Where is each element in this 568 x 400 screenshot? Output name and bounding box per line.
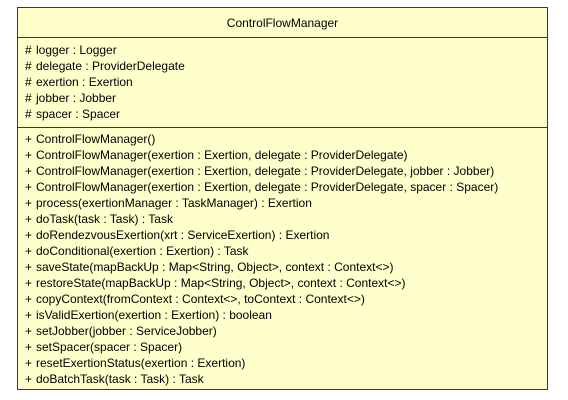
visibility-marker: + [25,292,33,306]
operation-text: process(exertionManager : TaskManager) :… [36,196,312,210]
attribute-text: spacer : Spacer [36,107,121,121]
visibility-marker: + [25,148,33,162]
visibility-marker: + [25,276,33,290]
attribute-text: jobber : Jobber [36,91,117,105]
attribute-row: # delegate : ProviderDelegate [25,58,547,74]
operation-text: saveState(mapBackUp : Map<String, Object… [36,260,394,274]
visibility-marker: + [25,228,33,242]
operation-text: ControlFlowManager() [36,132,156,146]
operation-text: restoreState(mapBackUp : Map<String, Obj… [36,276,406,290]
class-header: ControlFlowManager [18,8,547,38]
operation-row: +doTask(task : Task) : Task [25,211,547,227]
operation-text: doBatchTask(task : Task) : Task [36,372,204,386]
operation-text: doConditional(exertion : Exertion) : Tas… [36,244,249,258]
operation-text: setSpacer(spacer : Spacer) [36,340,183,354]
class-name: ControlFlowManager [226,15,339,30]
operation-text: ControlFlowManager(exertion : Exertion, … [36,148,408,162]
operations-compartment: +ControlFlowManager() +ControlFlowManage… [18,128,547,387]
operation-row: +setJobber(jobber : ServiceJobber) [25,323,547,339]
attribute-text: logger : Logger [36,43,117,57]
operation-text: doTask(task : Task) : Task [36,212,173,226]
operation-row: +doConditional(exertion : Exertion) : Ta… [25,243,547,259]
operation-row: +isValidExertion(exertion : Exertion) : … [25,307,547,323]
visibility-marker: + [25,244,33,258]
visibility-marker: # [25,59,32,73]
operation-row: +doRendezvousExertion(xrt : ServiceExert… [25,227,547,243]
attribute-row: # jobber : Jobber [25,90,547,106]
operation-text: resetExertionStatus(exertion : Exertion) [36,356,246,370]
operation-text: isValidExertion(exertion : Exertion) : b… [36,308,272,322]
visibility-marker: + [25,308,33,322]
uml-class-box: ControlFlowManager # logger : Logger # del… [17,7,548,390]
operation-text: ControlFlowManager(exertion : Exertion, … [36,164,495,178]
operation-row: +setSpacer(spacer : Spacer) [25,339,547,355]
operation-row: +ControlFlowManager() [25,131,547,147]
operation-row: +copyContext(fromContext : Context<>, to… [25,291,547,307]
visibility-marker: + [25,180,33,194]
operation-row: +ControlFlowManager(exertion : Exertion,… [25,147,547,163]
visibility-marker: + [25,372,33,386]
visibility-marker: # [25,91,32,105]
attribute-row: # logger : Logger [25,42,547,58]
operation-text: ControlFlowManager(exertion : Exertion, … [36,180,499,194]
operation-row: +restoreState(mapBackUp : Map<String, Ob… [25,275,547,291]
operation-row: +ControlFlowManager(exertion : Exertion,… [25,163,547,179]
attributes-compartment: # logger : Logger # delegate : ProviderDel… [18,38,547,128]
visibility-marker: + [25,340,33,354]
visibility-marker: + [25,196,33,210]
operation-row: +saveState(mapBackUp : Map<String, Objec… [25,259,547,275]
visibility-marker: + [25,212,33,226]
operation-row: +process(exertionManager : TaskManager) … [25,195,547,211]
visibility-marker: + [25,164,33,178]
operation-row: +doBatchTask(task : Task) : Task [25,371,547,387]
visibility-marker: + [25,324,33,338]
operation-text: setJobber(jobber : ServiceJobber) [36,324,217,338]
attribute-text: exertion : Exertion [36,75,133,89]
operation-text: copyContext(fromContext : Context<>, toC… [36,292,365,306]
attribute-text: delegate : ProviderDelegate [36,59,185,73]
visibility-marker: # [25,43,32,57]
operation-row: +ControlFlowManager(exertion : Exertion,… [25,179,547,195]
visibility-marker: # [25,107,32,121]
visibility-marker: + [25,356,33,370]
attribute-row: # exertion : Exertion [25,74,547,90]
visibility-marker: # [25,75,32,89]
attribute-row: # spacer : Spacer [25,106,547,122]
operation-text: doRendezvousExertion(xrt : ServiceExerti… [36,228,330,242]
visibility-marker: + [25,260,33,274]
visibility-marker: + [25,132,33,146]
operation-row: +resetExertionStatus(exertion : Exertion… [25,355,547,371]
